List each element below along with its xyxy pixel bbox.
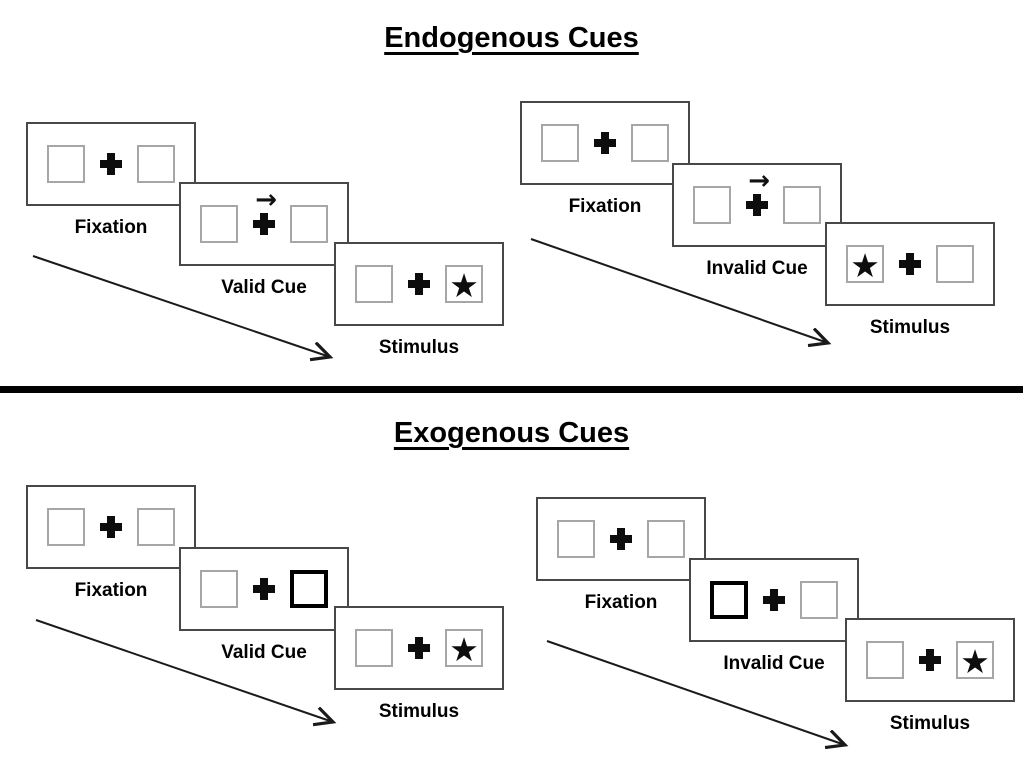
endo-invalid-stimulus-frame: ★ Stimulus	[825, 222, 995, 339]
exo-valid-stimulus-frame: ★ Stimulus	[334, 606, 504, 723]
panel-label: Stimulus	[378, 337, 460, 358]
screen-rect	[26, 485, 196, 569]
right-box: ★	[445, 629, 483, 667]
fixation-cluster	[98, 487, 124, 567]
panel-label: Fixation	[74, 580, 148, 601]
left-box-highlighted	[710, 581, 748, 619]
screen-rect	[179, 547, 349, 631]
fixation-cross-icon	[100, 516, 122, 538]
panel-label: Stimulus	[378, 701, 460, 722]
panel-label: Fixation	[74, 217, 148, 238]
panel-label: Fixation	[584, 592, 658, 613]
right-box	[137, 508, 175, 546]
endo-invalid-cue-frame: → Invalid Cue	[672, 163, 842, 280]
left-box	[47, 508, 85, 546]
endo-invalid-fixation-frame: Fixation	[520, 101, 690, 218]
screen-rect	[689, 558, 859, 642]
fixation-cross-icon	[253, 213, 275, 235]
endo-valid-cue-frame: → Valid Cue	[179, 182, 349, 299]
right-box	[631, 124, 669, 162]
panel-label: Stimulus	[869, 317, 951, 338]
left-box	[693, 186, 731, 224]
star-icon: ★	[449, 629, 479, 669]
right-box-highlighted	[290, 570, 328, 608]
fixation-cluster	[98, 124, 124, 204]
star-icon: ★	[850, 245, 880, 285]
right-box	[783, 186, 821, 224]
screen-rect: →	[672, 163, 842, 247]
fixation-cross-icon	[919, 649, 941, 671]
fixation-cross-icon	[763, 589, 785, 611]
screen-rect: ★	[845, 618, 1015, 702]
panel-label: Valid Cue	[221, 277, 307, 298]
fixation-cross-icon	[594, 132, 616, 154]
screen-rect: →	[179, 182, 349, 266]
fixation-cross-icon	[746, 194, 768, 216]
fixation-cluster	[406, 608, 432, 688]
panel-label: Invalid Cue	[706, 258, 808, 279]
exo-invalid-cue-frame: Invalid Cue	[689, 558, 859, 675]
right-box	[936, 245, 974, 283]
left-box	[541, 124, 579, 162]
right-box	[800, 581, 838, 619]
panel-label: Valid Cue	[221, 642, 307, 663]
left-box: ★	[846, 245, 884, 283]
cue-arrow-icon: →	[255, 185, 278, 215]
exo-valid-fixation-frame: Fixation	[26, 485, 196, 602]
left-box	[47, 145, 85, 183]
panel-label: Stimulus	[889, 713, 971, 734]
exogenous-section-title: Exogenous Cues	[393, 417, 630, 449]
left-box	[200, 205, 238, 243]
fixation-cluster	[897, 224, 923, 304]
fixation-cross-icon	[408, 273, 430, 295]
fixation-cluster	[761, 560, 787, 640]
fixation-cross-icon	[899, 253, 921, 275]
section-divider	[0, 386, 1023, 393]
screen-rect	[536, 497, 706, 581]
endo-valid-stimulus-frame: ★ Stimulus	[334, 242, 504, 359]
screen-rect	[26, 122, 196, 206]
fixation-cluster	[917, 620, 943, 700]
panel-label: Fixation	[568, 196, 642, 217]
exo-invalid-stimulus-frame: ★ Stimulus	[845, 618, 1015, 735]
right-box: ★	[956, 641, 994, 679]
right-box: ★	[445, 265, 483, 303]
left-box	[866, 641, 904, 679]
screen-rect: ★	[334, 606, 504, 690]
endo-valid-fixation-frame: Fixation	[26, 122, 196, 239]
fixation-cluster	[251, 549, 277, 629]
screen-rect	[520, 101, 690, 185]
fixation-cross-icon	[253, 578, 275, 600]
fixation-cross-icon	[610, 528, 632, 550]
left-box	[557, 520, 595, 558]
cue-arrow-icon: →	[748, 166, 771, 196]
left-box	[355, 265, 393, 303]
star-icon: ★	[960, 641, 990, 681]
left-box	[200, 570, 238, 608]
right-box	[137, 145, 175, 183]
exo-invalid-fixation-frame: Fixation	[536, 497, 706, 614]
fixation-cross-icon	[408, 637, 430, 659]
fixation-cluster	[608, 499, 634, 579]
fixation-cluster	[592, 103, 618, 183]
right-box	[290, 205, 328, 243]
right-box	[647, 520, 685, 558]
left-box	[355, 629, 393, 667]
fixation-cluster: →	[744, 165, 770, 245]
fixation-cross-icon	[100, 153, 122, 175]
screen-rect: ★	[825, 222, 995, 306]
fixation-cluster	[406, 244, 432, 324]
endogenous-section-title: Endogenous Cues	[384, 22, 639, 54]
exo-valid-cue-frame: Valid Cue	[179, 547, 349, 664]
panel-label: Invalid Cue	[723, 653, 825, 674]
star-icon: ★	[449, 265, 479, 305]
fixation-cluster: →	[251, 184, 277, 264]
screen-rect: ★	[334, 242, 504, 326]
